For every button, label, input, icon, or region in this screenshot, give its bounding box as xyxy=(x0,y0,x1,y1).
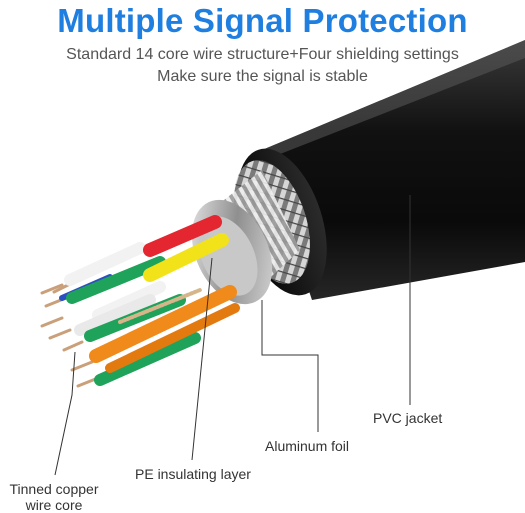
subtitle-line-1: Standard 14 core wire structure+Four shi… xyxy=(66,46,459,63)
label-tinned-copper-line-2: wire core xyxy=(25,497,83,513)
wire-bundle xyxy=(40,215,240,388)
label-tinned-copper-line-1: Tinned copper xyxy=(9,481,99,497)
label-pvc-jacket: PVC jacket xyxy=(373,410,443,426)
subtitle-line-2: Make sure the signal is stable xyxy=(157,68,368,85)
label-pe-insulating-layer: PE insulating layer xyxy=(135,466,251,482)
page-title: Multiple Signal Protection xyxy=(57,2,468,39)
leader-lines xyxy=(54,195,411,476)
label-aluminum-foil: Aluminum foil xyxy=(265,438,350,454)
label-tinned-copper-wire-core: Tinned copper wire core xyxy=(2,481,106,513)
